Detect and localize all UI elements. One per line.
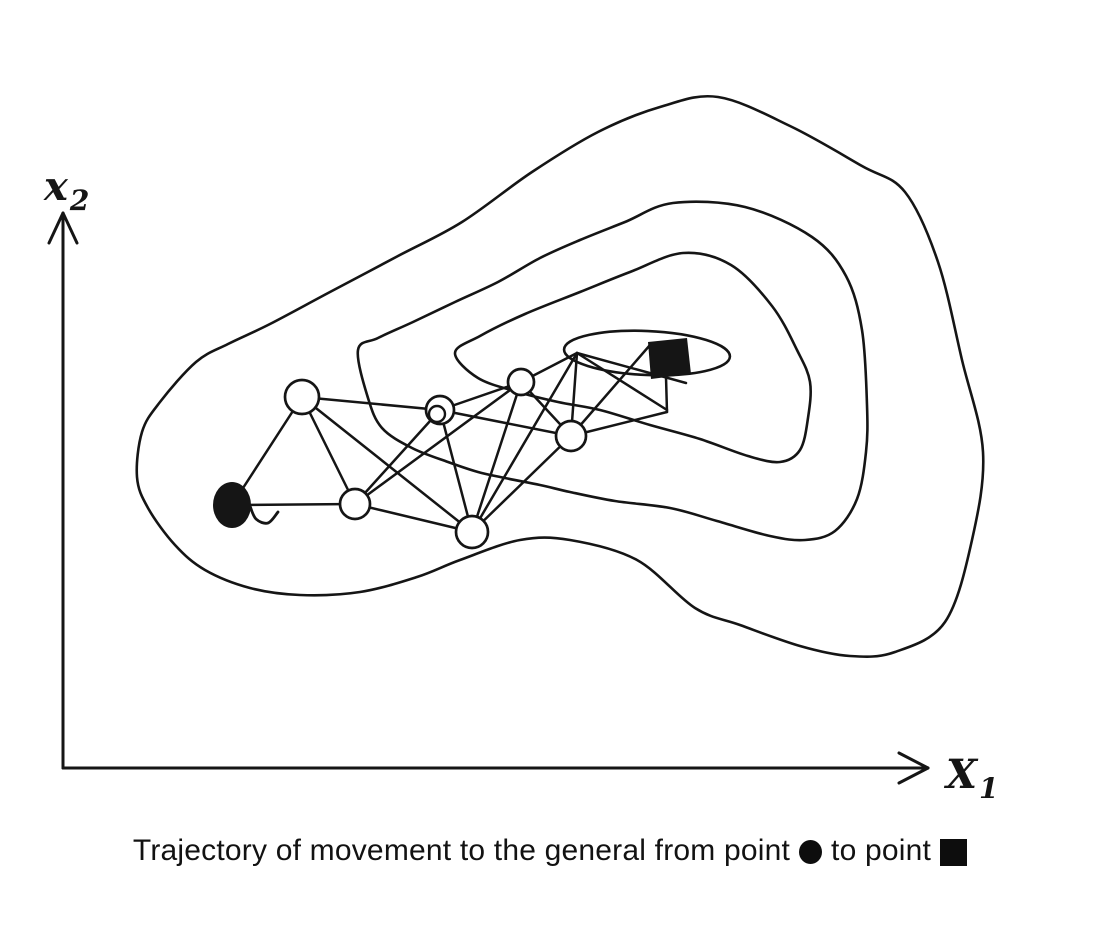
end-point-marker: [648, 338, 691, 379]
trajectory-edge: [300, 395, 474, 534]
contour-middle: [356, 200, 869, 542]
contour-outer: [135, 94, 985, 658]
trajectory-node: [338, 487, 372, 521]
trajectory-edge: [230, 502, 357, 507]
x-axis-label: X1: [943, 751, 999, 805]
contour-tail-stroke: [248, 504, 280, 525]
x-axis-arrowhead: [897, 751, 930, 785]
trajectory-edge: [575, 351, 669, 412]
trajectory-edge: [353, 380, 523, 506]
trajectory-edge: [470, 351, 579, 534]
caption-start-point-icon: [799, 840, 823, 864]
caption-end-point-icon: [940, 838, 968, 866]
trajectory-edge: [353, 502, 474, 534]
trajectory-node: [554, 419, 588, 453]
trajectory-node: [283, 378, 321, 416]
trajectory-node: [424, 394, 456, 426]
trajectory-edge: [569, 410, 669, 438]
y-axis-label: x2: [43, 163, 89, 217]
trajectory-edge: [569, 343, 652, 438]
trajectory-node: [454, 514, 490, 550]
trajectory-node-inner-scribble: [427, 404, 447, 424]
caption-text-prefix: Trajectory of movement to the general fr…: [132, 834, 791, 867]
trajectory-edge: [300, 395, 357, 506]
trajectory-node: [506, 367, 536, 397]
caption-text-middle: to point: [831, 834, 932, 867]
start-point-marker: [213, 482, 251, 528]
contour-innermost-ellipse: [562, 329, 732, 377]
y-axis-arrowhead: [47, 211, 79, 245]
trajectory-edge: [353, 408, 442, 506]
trajectory-edge: [470, 434, 573, 534]
caption: Trajectory of movement to the general fr…: [0, 834, 1100, 868]
trajectory-edge: [300, 395, 442, 412]
trajectory-edge: [664, 375, 669, 414]
trajectory-edge: [438, 408, 573, 438]
trajectory-edge: [438, 408, 474, 534]
trajectory-edge: [470, 380, 523, 534]
contour-inner: [453, 251, 812, 464]
